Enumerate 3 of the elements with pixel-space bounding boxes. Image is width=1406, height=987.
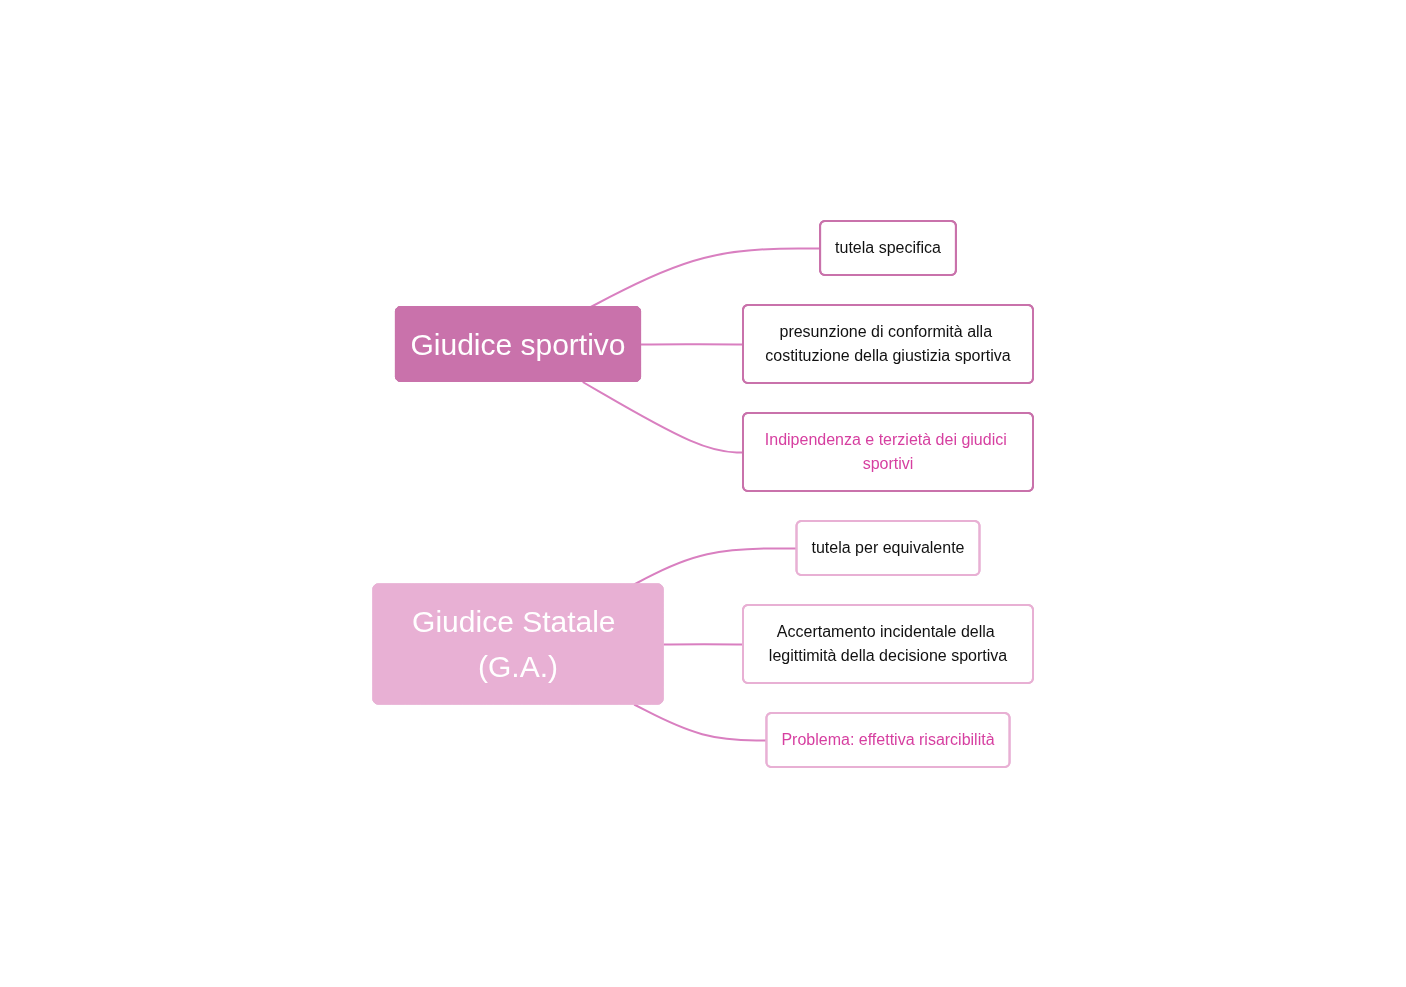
node-text: Indipendenza e terzietà dei giudici sportivi [764, 430, 1007, 472]
node-text: presunzione di conformità alla costituzione della giustizia sportiva [765, 322, 1011, 364]
node-text: Accertamento incidentale della legittimità della decisione sportiva [768, 622, 1008, 664]
